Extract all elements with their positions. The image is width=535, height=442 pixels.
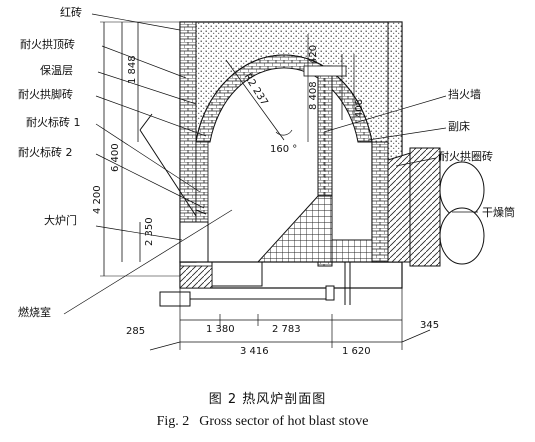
label-combustion-chamber: 燃烧室 <box>18 305 51 319</box>
label-insulation: 保温层 <box>40 63 73 77</box>
grate-grid <box>256 195 333 263</box>
door-opening <box>179 221 209 263</box>
dim-1620: 1 620 <box>342 346 371 357</box>
stove-section-diagram: 红砖 耐火拱顶砖 保温层 耐火拱脚砖 耐火标砖 1 耐火标砖 2 大炉门 燃烧室… <box>18 5 515 357</box>
label-arch-foot-brick: 耐火拱脚砖 <box>18 87 73 101</box>
dim-408: 408 <box>354 99 365 118</box>
dim-3416: 3 416 <box>240 346 269 357</box>
secondary-bed-grid <box>331 239 373 263</box>
dim-4200: 4 200 <box>92 185 103 214</box>
caption-figure-number: Fig. 2 <box>156 414 190 429</box>
dim-8408: 8 408 <box>308 81 319 110</box>
label-std-brick-2: 耐火标砖 2 <box>18 145 73 159</box>
base-left-block <box>179 265 213 289</box>
label-arch-ring-brick: 耐火拱圈砖 <box>438 149 493 163</box>
dim-285: 285 <box>126 326 145 337</box>
dim-345: 345 <box>420 320 439 331</box>
label-secondary-bed: 副床 <box>448 119 470 133</box>
dim-1848: 1 848 <box>127 55 138 84</box>
label-dryer-drum: 干燥筒 <box>482 205 515 219</box>
dim-radius: R2 237 <box>241 72 269 108</box>
label-furnace-door: 大炉门 <box>44 213 77 227</box>
label-std-brick-1: 耐火标砖 1 <box>26 115 81 129</box>
caption-english: Fig. 2 Gross sector of hot blast stove <box>0 414 535 430</box>
label-arch-top-brick: 耐火拱顶砖 <box>20 37 75 51</box>
ash-box <box>211 261 263 287</box>
caption-chinese: 图 2 热风炉剖面图 <box>208 392 327 407</box>
caption-english-text: Gross sector of hot blast stove <box>199 414 369 429</box>
dim-420: 420 <box>308 45 319 64</box>
dim-2350: 2 350 <box>144 217 155 246</box>
label-red-brick: 红砖 <box>60 5 82 19</box>
dim-6400: 6 400 <box>110 143 121 172</box>
right-wall <box>371 141 389 263</box>
label-fire-wall: 挡火墙 <box>448 87 481 101</box>
dim-angle: 160 ° <box>270 144 297 155</box>
dim-2783: 2 783 <box>272 324 301 335</box>
dim-1380: 1 380 <box>206 324 235 335</box>
